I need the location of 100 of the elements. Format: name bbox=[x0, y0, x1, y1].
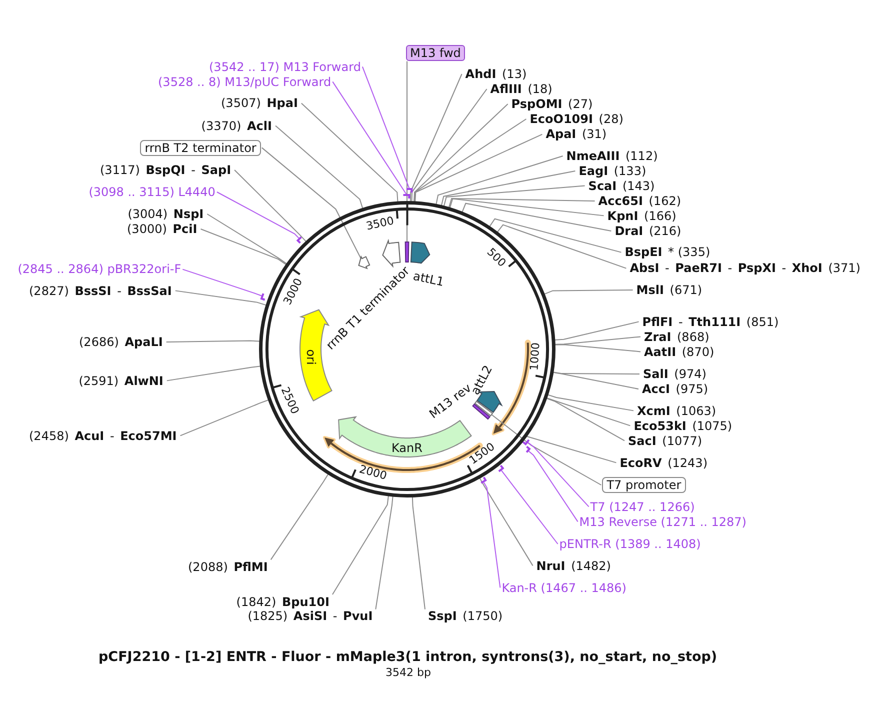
restriction-site-label: (2591) AlwNI bbox=[78, 374, 166, 388]
restriction-site-label: (3117) BspQI - SapI bbox=[99, 163, 234, 177]
tick-label: 2000 bbox=[358, 462, 389, 482]
leader-line bbox=[545, 398, 625, 442]
restriction-site-label: EcoRV (1243) bbox=[616, 456, 708, 470]
restriction-site-label: DraI (216) bbox=[612, 224, 682, 238]
restriction-site-label: (3507) HpaI bbox=[220, 96, 301, 110]
restriction-site-label: AhdI (13) bbox=[462, 67, 528, 81]
restriction-site-label: AbsI - PaeR7I - PspXI - XhoI (371) bbox=[626, 261, 862, 276]
primer-binding-mark bbox=[260, 293, 266, 301]
restriction-site-label: NruI (1482) bbox=[533, 558, 612, 573]
restriction-site-label: PspOMI (27) bbox=[508, 97, 594, 111]
primer-label: (3098 .. 3115) L4440 bbox=[88, 185, 216, 199]
restriction-site-label: (1842) Bpu10I bbox=[235, 594, 332, 608]
leader-line bbox=[414, 104, 508, 203]
leader-line bbox=[166, 340, 261, 342]
feature-label: M13 rev bbox=[426, 380, 474, 422]
leader-line bbox=[443, 185, 586, 208]
leader-line bbox=[448, 198, 596, 209]
plasmid-title: pCFJ2210 - [1-2] ENTR - Fluor - mMaple3(1 intron, syntrons(3), no_start, no_stop) bbox=[98, 649, 718, 665]
leader-line bbox=[412, 495, 426, 610]
tick-label: 1000 bbox=[527, 342, 542, 372]
feature-callout: M13 fwd bbox=[406, 44, 465, 61]
primer-label: pENTR-R (1389 .. 1408) bbox=[558, 537, 702, 551]
restriction-site-label: SspI (1750) bbox=[425, 609, 504, 624]
restriction-site-label: SalI (974) bbox=[640, 367, 708, 381]
restriction-site-label: EcoO109I (28) bbox=[526, 112, 624, 126]
leader-line bbox=[461, 202, 612, 232]
leader-line bbox=[449, 198, 604, 216]
leader-line bbox=[440, 170, 576, 207]
restriction-site-label: XcmI (1063) bbox=[634, 404, 718, 418]
feature-label: KanR bbox=[392, 441, 422, 455]
feature-label: ori bbox=[304, 349, 318, 365]
restriction-site-label: ApaI (31) bbox=[542, 127, 608, 142]
feature-marker bbox=[474, 400, 494, 416]
leader-line bbox=[553, 344, 641, 352]
leader-line bbox=[414, 134, 543, 203]
leader-line bbox=[496, 224, 627, 269]
tick-label: 3500 bbox=[364, 214, 395, 234]
leader-line bbox=[375, 494, 394, 610]
primer-binding-mark bbox=[403, 194, 410, 199]
primer-binding-mark bbox=[480, 476, 487, 484]
leader-line bbox=[275, 125, 364, 210]
restriction-site-label: (3370) AclI bbox=[200, 118, 275, 133]
tick-label: 500 bbox=[484, 245, 508, 270]
leader-line bbox=[166, 366, 262, 382]
restriction-site-label: (1825) AsiSI - PvuI bbox=[246, 609, 376, 624]
leader-line bbox=[501, 470, 558, 544]
restriction-site-label: PflFI - Tth111I (851) bbox=[639, 314, 780, 329]
leader-line bbox=[182, 268, 262, 296]
restriction-site-label: (2827) BssSI - BssSaI bbox=[28, 284, 175, 298]
primer-binding-mark bbox=[498, 464, 504, 472]
leader-line bbox=[552, 372, 639, 390]
restriction-site-label: ScaI (143) bbox=[585, 178, 656, 193]
leader-line bbox=[332, 494, 390, 595]
restriction-site-label: AatII (870) bbox=[641, 344, 716, 359]
primer-binding-mark bbox=[406, 188, 413, 193]
leader-line bbox=[552, 372, 640, 374]
leader-line bbox=[261, 147, 362, 260]
leader-line bbox=[488, 218, 622, 253]
primer-label: M13 Reverse (1271 .. 1287) bbox=[578, 514, 748, 529]
tick-label: 2500 bbox=[278, 386, 302, 416]
primer-label: T7 (1247 .. 1266) bbox=[589, 500, 696, 514]
restriction-site-label: AflIII (18) bbox=[487, 82, 554, 96]
restriction-site-label: NmeAIII (112) bbox=[563, 149, 659, 163]
leader-line bbox=[491, 414, 602, 486]
leader-line bbox=[414, 118, 527, 203]
feature-callout: rrnB T2 terminator bbox=[140, 140, 262, 156]
restriction-site-label: KpnI (166) bbox=[604, 208, 678, 223]
leader-line bbox=[174, 290, 268, 306]
primer-label: (3528 .. 8) M13/pUC Forward bbox=[157, 74, 332, 89]
leader-line bbox=[546, 394, 634, 412]
primer-label: (3542 .. 17) M13 Forward bbox=[208, 60, 362, 74]
restriction-site-label: (2088) PflMI bbox=[187, 560, 271, 574]
restriction-site-label: MslI (671) bbox=[633, 283, 704, 297]
primer-binding-mark bbox=[526, 446, 531, 453]
leader-line bbox=[270, 472, 330, 560]
restriction-site-label: Eco53kI (1075) bbox=[630, 418, 734, 433]
feature-callout: T7 promoter bbox=[602, 477, 686, 493]
leader-line bbox=[206, 214, 288, 265]
restriction-site-label: (3004) NspI bbox=[126, 207, 207, 221]
leader-line bbox=[362, 66, 410, 188]
restriction-site-label: AccI (975) bbox=[639, 382, 710, 396]
restriction-site-label: Acc65I (162) bbox=[595, 194, 682, 208]
leader-line bbox=[332, 81, 407, 194]
leader-line bbox=[553, 336, 641, 345]
feature-label: attL1 bbox=[411, 268, 445, 290]
leader-line bbox=[478, 476, 534, 566]
leader-line bbox=[180, 399, 270, 436]
restriction-site-label: (2686) ApaLI bbox=[78, 335, 166, 349]
leader-line bbox=[483, 482, 501, 588]
leader-line bbox=[545, 397, 631, 426]
restriction-site-label: (3000) PciI bbox=[126, 222, 200, 236]
restriction-site-label: (2458) AcuI - Eco57MI bbox=[28, 428, 180, 443]
leader-line bbox=[411, 88, 488, 203]
leader-line bbox=[524, 436, 617, 464]
primer-binding-mark bbox=[296, 236, 302, 244]
leader-line bbox=[543, 290, 634, 295]
restriction-site-label: BspEI* (335) bbox=[622, 245, 712, 260]
restriction-site-label: EagI (133) bbox=[576, 164, 648, 178]
